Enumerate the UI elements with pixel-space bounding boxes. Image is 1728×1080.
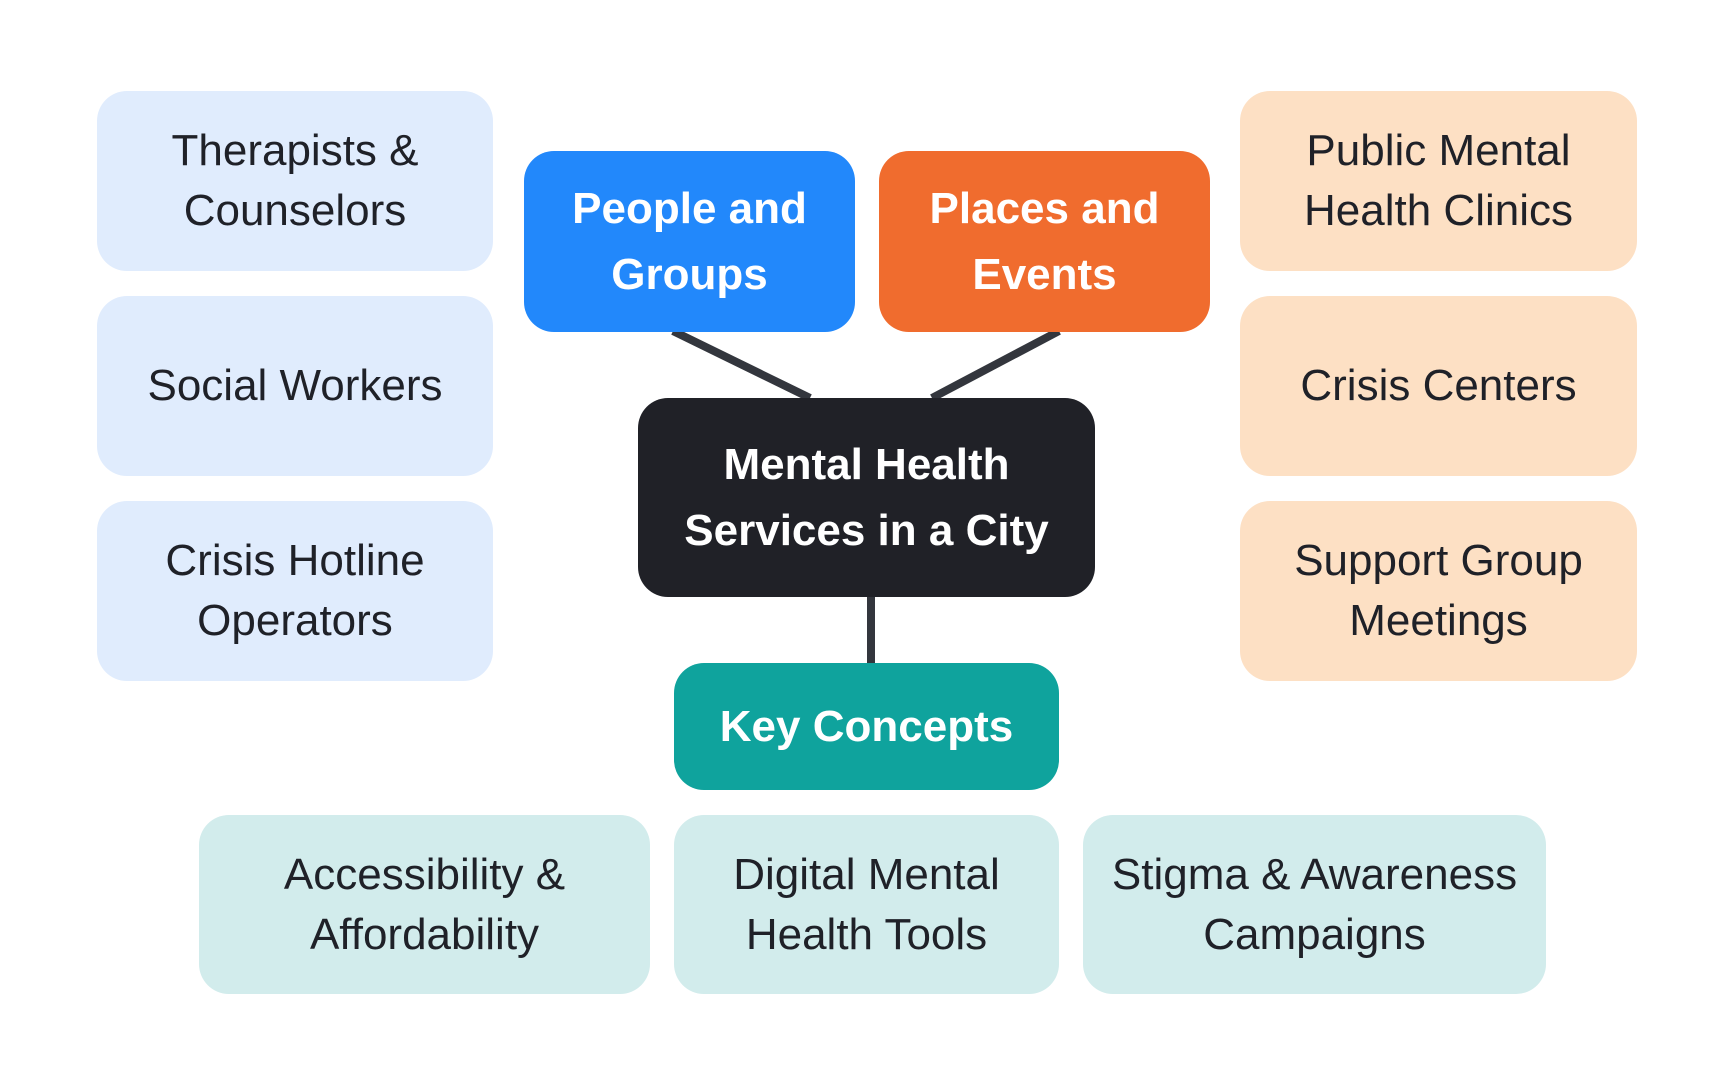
leaf-crisis-hotline-operators[interactable]: Crisis Hotline Operators xyxy=(97,501,493,681)
leaf-label: Support Group Meetings xyxy=(1294,536,1583,645)
hub-key-concepts[interactable]: Key Concepts xyxy=(674,663,1059,790)
hub-places-and-events[interactable]: Places and Events xyxy=(879,151,1210,332)
leaf-public-mental-health-clinics[interactable]: Public Mental Health Clinics xyxy=(1240,91,1637,271)
hub-places-label: Places and Events xyxy=(929,183,1160,299)
connector-people-to-center xyxy=(671,327,812,402)
leaf-label: Crisis Centers xyxy=(1300,361,1577,410)
leaf-label: Digital Mental Health Tools xyxy=(733,849,1000,959)
leaf-label: Stigma & Awareness Campaigns xyxy=(1111,849,1518,959)
leaf-label: Accessibility & Affordability xyxy=(283,849,566,959)
leaf-label: Therapists & Counselors xyxy=(171,126,419,235)
hub-people-and-groups[interactable]: People and Groups xyxy=(524,151,855,332)
leaf-label: Public Mental Health Clinics xyxy=(1304,126,1573,235)
leaf-digital-mental-health-tools[interactable]: Digital Mental Health Tools xyxy=(674,815,1059,994)
leaf-social-workers[interactable]: Social Workers xyxy=(97,296,493,476)
leaf-label: Crisis Hotline Operators xyxy=(165,536,425,645)
leaf-stigma-awareness-campaigns[interactable]: Stigma & Awareness Campaigns xyxy=(1083,815,1546,994)
central-topic-label: Mental Health Services in a City xyxy=(684,439,1049,555)
leaf-label: Social Workers xyxy=(147,361,443,410)
leaf-therapists-counselors[interactable]: Therapists & Counselors xyxy=(97,91,493,271)
hub-concepts-label: Key Concepts xyxy=(719,701,1014,751)
leaf-crisis-centers[interactable]: Crisis Centers xyxy=(1240,296,1637,476)
hub-people-label: People and Groups xyxy=(572,183,807,299)
connector-places-to-center xyxy=(930,327,1061,402)
central-topic[interactable]: Mental Health Services in a City xyxy=(638,398,1095,597)
leaf-accessibility-affordability[interactable]: Accessibility & Affordability xyxy=(199,815,650,994)
leaf-support-group-meetings[interactable]: Support Group Meetings xyxy=(1240,501,1637,681)
